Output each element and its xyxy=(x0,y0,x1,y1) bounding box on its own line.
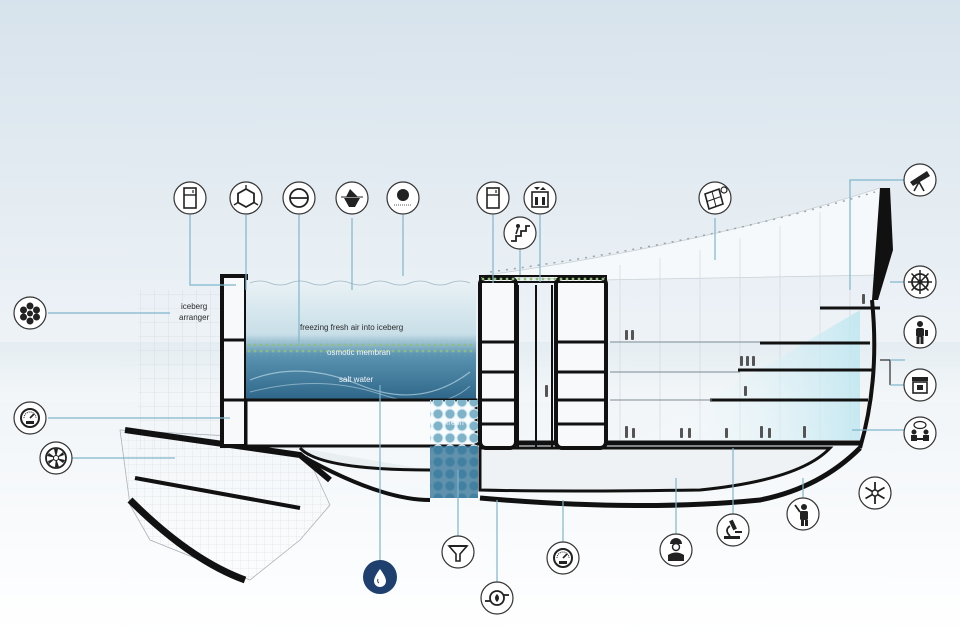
worker-icon xyxy=(659,533,693,567)
lower-hull-pod xyxy=(478,446,834,493)
stairs-icon xyxy=(503,216,537,250)
hull-segment xyxy=(299,453,431,502)
main-keel xyxy=(479,446,862,509)
kiosk-icon xyxy=(903,368,937,402)
left-grid-wall xyxy=(138,290,230,450)
telescope-icon xyxy=(903,163,937,197)
lower-deck-mid xyxy=(134,476,301,510)
microscope-icon xyxy=(716,513,750,547)
refrigerator-icon xyxy=(476,181,510,215)
meeting-icon xyxy=(903,416,937,450)
label-arranger: arranger xyxy=(179,313,210,322)
snowflake-icon xyxy=(858,476,892,510)
sun-dial-icon xyxy=(386,181,420,215)
osmotic-membrane-band xyxy=(246,340,476,356)
label-osmotic: osmotic membran xyxy=(327,348,391,357)
bow-keel xyxy=(127,497,247,584)
water-drop-icon xyxy=(363,560,397,594)
person-icon xyxy=(903,315,937,349)
leader-lines xyxy=(48,179,905,585)
funnel-icon xyxy=(441,535,475,569)
refrigerator-icon xyxy=(173,181,207,215)
pressure-gauge-icon xyxy=(546,541,580,575)
label-iceberg: iceberg xyxy=(181,302,207,311)
iceberg-tank xyxy=(244,280,478,448)
membrane-filter-icon xyxy=(282,181,316,215)
hexagon-molecule-icon xyxy=(229,181,263,215)
left-lower-pod xyxy=(298,446,431,472)
ranger-icon xyxy=(786,497,820,531)
molecules-icon xyxy=(13,296,47,330)
ship-wheel-icon xyxy=(903,265,937,299)
pump-icon xyxy=(480,581,514,615)
people-silhouettes xyxy=(545,294,865,438)
left-core-tower xyxy=(220,274,248,448)
turbine-icon xyxy=(39,441,73,475)
elevator-icon xyxy=(523,181,557,215)
label-saltwater: salt water xyxy=(339,375,374,384)
iceberg-icon xyxy=(335,181,369,215)
central-tower xyxy=(478,275,608,450)
label-fresh: fresh xyxy=(446,418,464,427)
fresh-water-lower xyxy=(430,446,478,498)
label-freezing: freezing fresh air into iceberg xyxy=(300,323,403,332)
pressure-gauge-icon xyxy=(13,401,47,435)
solar-panel-icon xyxy=(698,181,732,215)
right-terraces xyxy=(610,188,893,449)
